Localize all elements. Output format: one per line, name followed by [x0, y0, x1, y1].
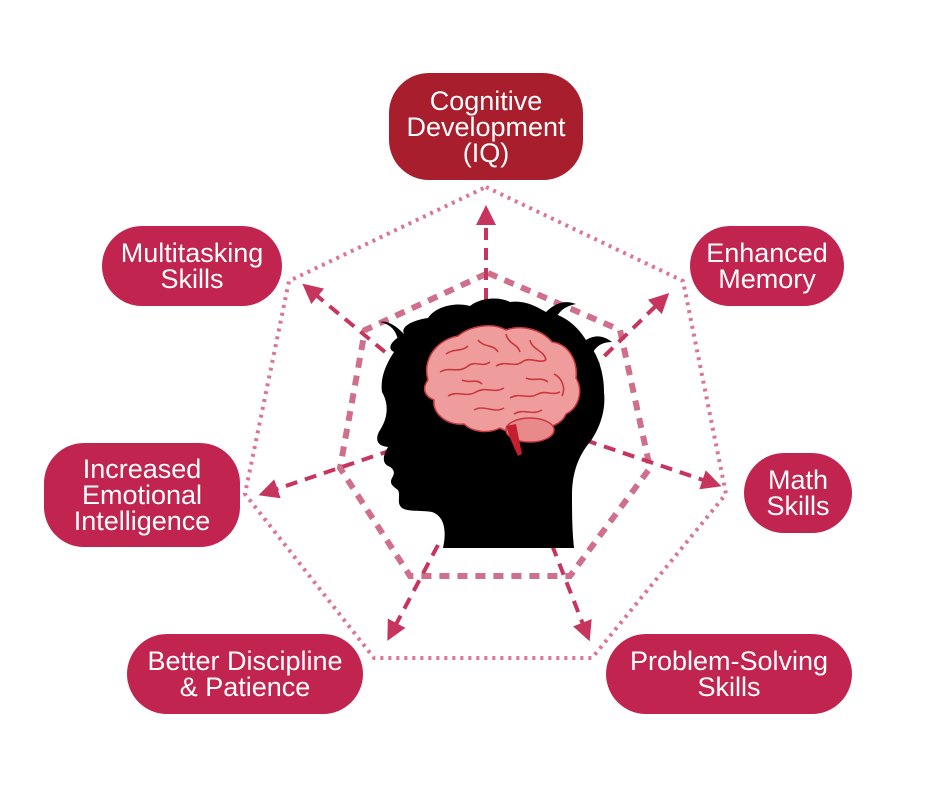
node-better-discipline-label: Better Discipline & Patience [147, 646, 343, 702]
node-math-skills: Math Skills [744, 453, 852, 533]
node-problem-solving-skills: Problem-Solving Skills [606, 634, 852, 714]
node-better-discipline: Better Discipline & Patience [127, 634, 363, 714]
node-cognitive-development-label: Cognitive Development (IQ) [406, 85, 566, 168]
arrows [258, 205, 722, 642]
node-emotional-intelligence: Increased Emotional Intelligence [44, 443, 240, 547]
arrow-to-discipline [387, 544, 440, 641]
brain-icon [423, 324, 581, 456]
node-enhanced-memory: Enhanced Memory [690, 226, 844, 306]
node-enhanced-memory-label: Enhanced Memory [706, 238, 828, 294]
arrow-to-problem [550, 544, 592, 642]
arrow-to-multitasking [302, 283, 387, 354]
node-math-skills-label: Math Skills [766, 465, 830, 521]
inner-dashed-heptagon [336, 269, 654, 579]
arrow-to-math [584, 438, 722, 490]
arrow-to-emotional [258, 448, 393, 499]
node-emotional-intelligence-label: Increased Emotional Intelligence [73, 454, 211, 536]
node-multitasking-skills-label: Multitasking Skills [120, 238, 264, 294]
arrow-to-memory [588, 293, 670, 372]
node-problem-solving-skills-label: Problem-Solving Skills [629, 646, 829, 702]
node-multitasking-skills: Multitasking Skills [102, 226, 282, 306]
node-cognitive-development: Cognitive Development (IQ) [389, 73, 583, 180]
